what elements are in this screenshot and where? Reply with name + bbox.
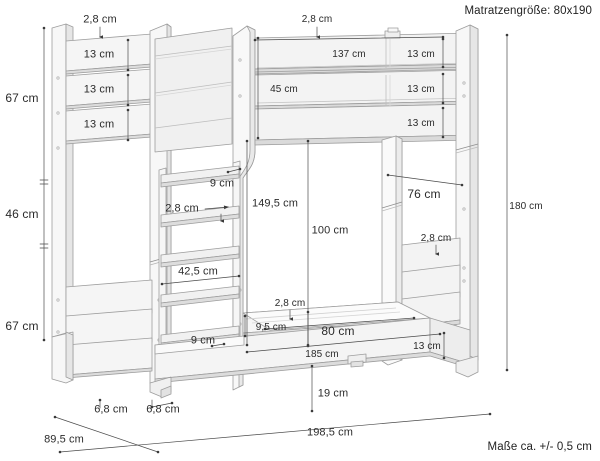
dim-headboard-slat-3: 13 cm (83, 118, 115, 131)
dim-ladder-rung-thickness: 2,8 cm (165, 202, 199, 215)
dim-left-height-bottom: 67 cm (5, 319, 39, 333)
dim-top-thickness-left: 2,8 cm (83, 13, 117, 26)
dim-mattress-width: 80 cm (321, 324, 355, 338)
dim-guard-height: 45 cm (270, 84, 298, 95)
dim-left-height-middle: 46 cm (5, 207, 39, 221)
dim-guard-slat-1: 13 cm (407, 49, 435, 60)
dim-guard-slat-2: 13 cm (407, 84, 435, 95)
dimension-lines (39, 26, 509, 454)
dim-ladder-rung-gap-top: 9 cm (209, 177, 235, 190)
dim-top-thickness-right: 2,8 cm (301, 14, 333, 25)
dim-frame-rail-height: 13 cm (413, 341, 441, 352)
dim-overall-length: 198,5 cm (306, 426, 354, 439)
dim-frame-side-height: 9,5 cm (255, 322, 287, 333)
tolerance-note: Maße ca. +/- 0,5 cm (487, 441, 592, 453)
dim-under-bed-clearance: 76 cm (407, 187, 441, 201)
dim-headboard-slat-1: 13 cm (83, 48, 115, 61)
dim-post-width-left: 6,8 cm (94, 403, 128, 416)
dim-floor-clearance: 19 cm (317, 387, 349, 400)
dim-inner-height: 149,5 cm (251, 197, 299, 210)
dim-ladder-rung-gap-bottom: 9 cm (190, 334, 216, 347)
dim-lower-bed-height: 100 cm (311, 224, 349, 237)
dim-left-height-top: 67 cm (5, 91, 39, 105)
bed-structure (51, 23, 479, 399)
dim-lower-guard-thickness: 2,8 cm (420, 233, 452, 244)
dim-post-width-right: 6,8 cm (146, 403, 180, 416)
dim-depth: 89,5 cm (44, 433, 84, 446)
dim-frame-thickness-left: 2,8 cm (274, 298, 306, 309)
dim-guard-length: 137 cm (332, 49, 366, 60)
dim-ladder-width: 42,5 cm (178, 265, 218, 278)
dim-guard-slat-3: 13 cm (407, 118, 435, 129)
dim-inner-length: 185 cm (305, 349, 339, 360)
dim-total-height: 180 cm (509, 201, 543, 212)
dim-headboard-slat-2: 13 cm (83, 83, 115, 96)
mattress-size-note: Matratzengröße: 80x190 (464, 5, 592, 17)
